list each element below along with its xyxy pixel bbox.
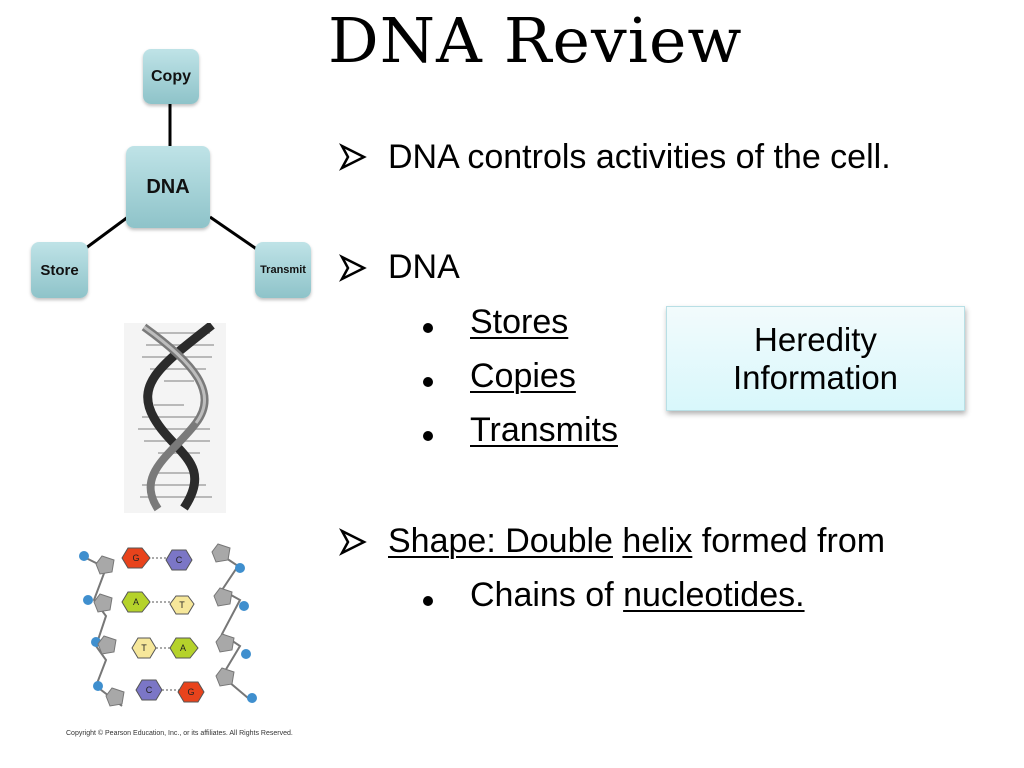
base-label: G: [132, 553, 139, 563]
node-dna: DNA: [126, 146, 210, 228]
arrow-bullet-icon: [338, 254, 367, 282]
bullet-dna-controls: DNA controls activities of the cell.: [388, 138, 891, 176]
bullet-dna: DNA: [388, 248, 460, 286]
node-store: Store: [31, 242, 88, 298]
base-label: C: [176, 555, 183, 565]
base-label: G: [187, 687, 194, 697]
base-label: C: [146, 685, 153, 695]
sub-bullet-chains: Chains of nucleotides.: [470, 576, 805, 615]
node-copy: Copy: [143, 49, 199, 104]
diagram-connectors: [85, 104, 259, 252]
copyright-notice: Copyright © Pearson Education, Inc., or …: [66, 730, 293, 737]
base-label: T: [141, 643, 147, 653]
helix-text: helix: [622, 522, 693, 560]
sub-bullet-dot: [423, 323, 433, 333]
base-label: A: [133, 597, 139, 607]
sub-bullet-copies: Copies: [470, 357, 576, 395]
sub-bullet-transmits: Transmits: [470, 411, 618, 449]
callout-line-1: Heredity: [754, 320, 877, 358]
nucleotide-diagram: G C A T T A C G: [79, 543, 257, 707]
base-label: T: [179, 600, 185, 610]
node-transmit: Transmit: [255, 242, 311, 298]
sub-bullet-dot: [423, 431, 433, 441]
nucleotides-text: nucleotides.: [623, 576, 805, 614]
slide-title: DNA Review: [328, 4, 743, 77]
double-helix-image: [124, 323, 226, 513]
sub-bullet-dot: [423, 377, 433, 387]
base-label: A: [180, 643, 186, 653]
bullet-shape: Shape: Double helix formed from: [388, 522, 885, 561]
shape-double-text: Shape: Double: [388, 522, 613, 560]
phosphate-group: [79, 551, 257, 703]
arrow-bullet-icon: [338, 143, 367, 171]
formed-from-text: formed from: [701, 522, 886, 560]
chains-of-text: Chains of: [470, 576, 614, 614]
callout-line-2: Information: [732, 358, 899, 396]
sub-bullet-dot: [423, 596, 433, 606]
sub-bullet-stores: Stores: [470, 303, 569, 341]
arrow-bullet-icon: [338, 528, 367, 556]
heredity-information-callout: Heredity Information: [666, 306, 965, 411]
